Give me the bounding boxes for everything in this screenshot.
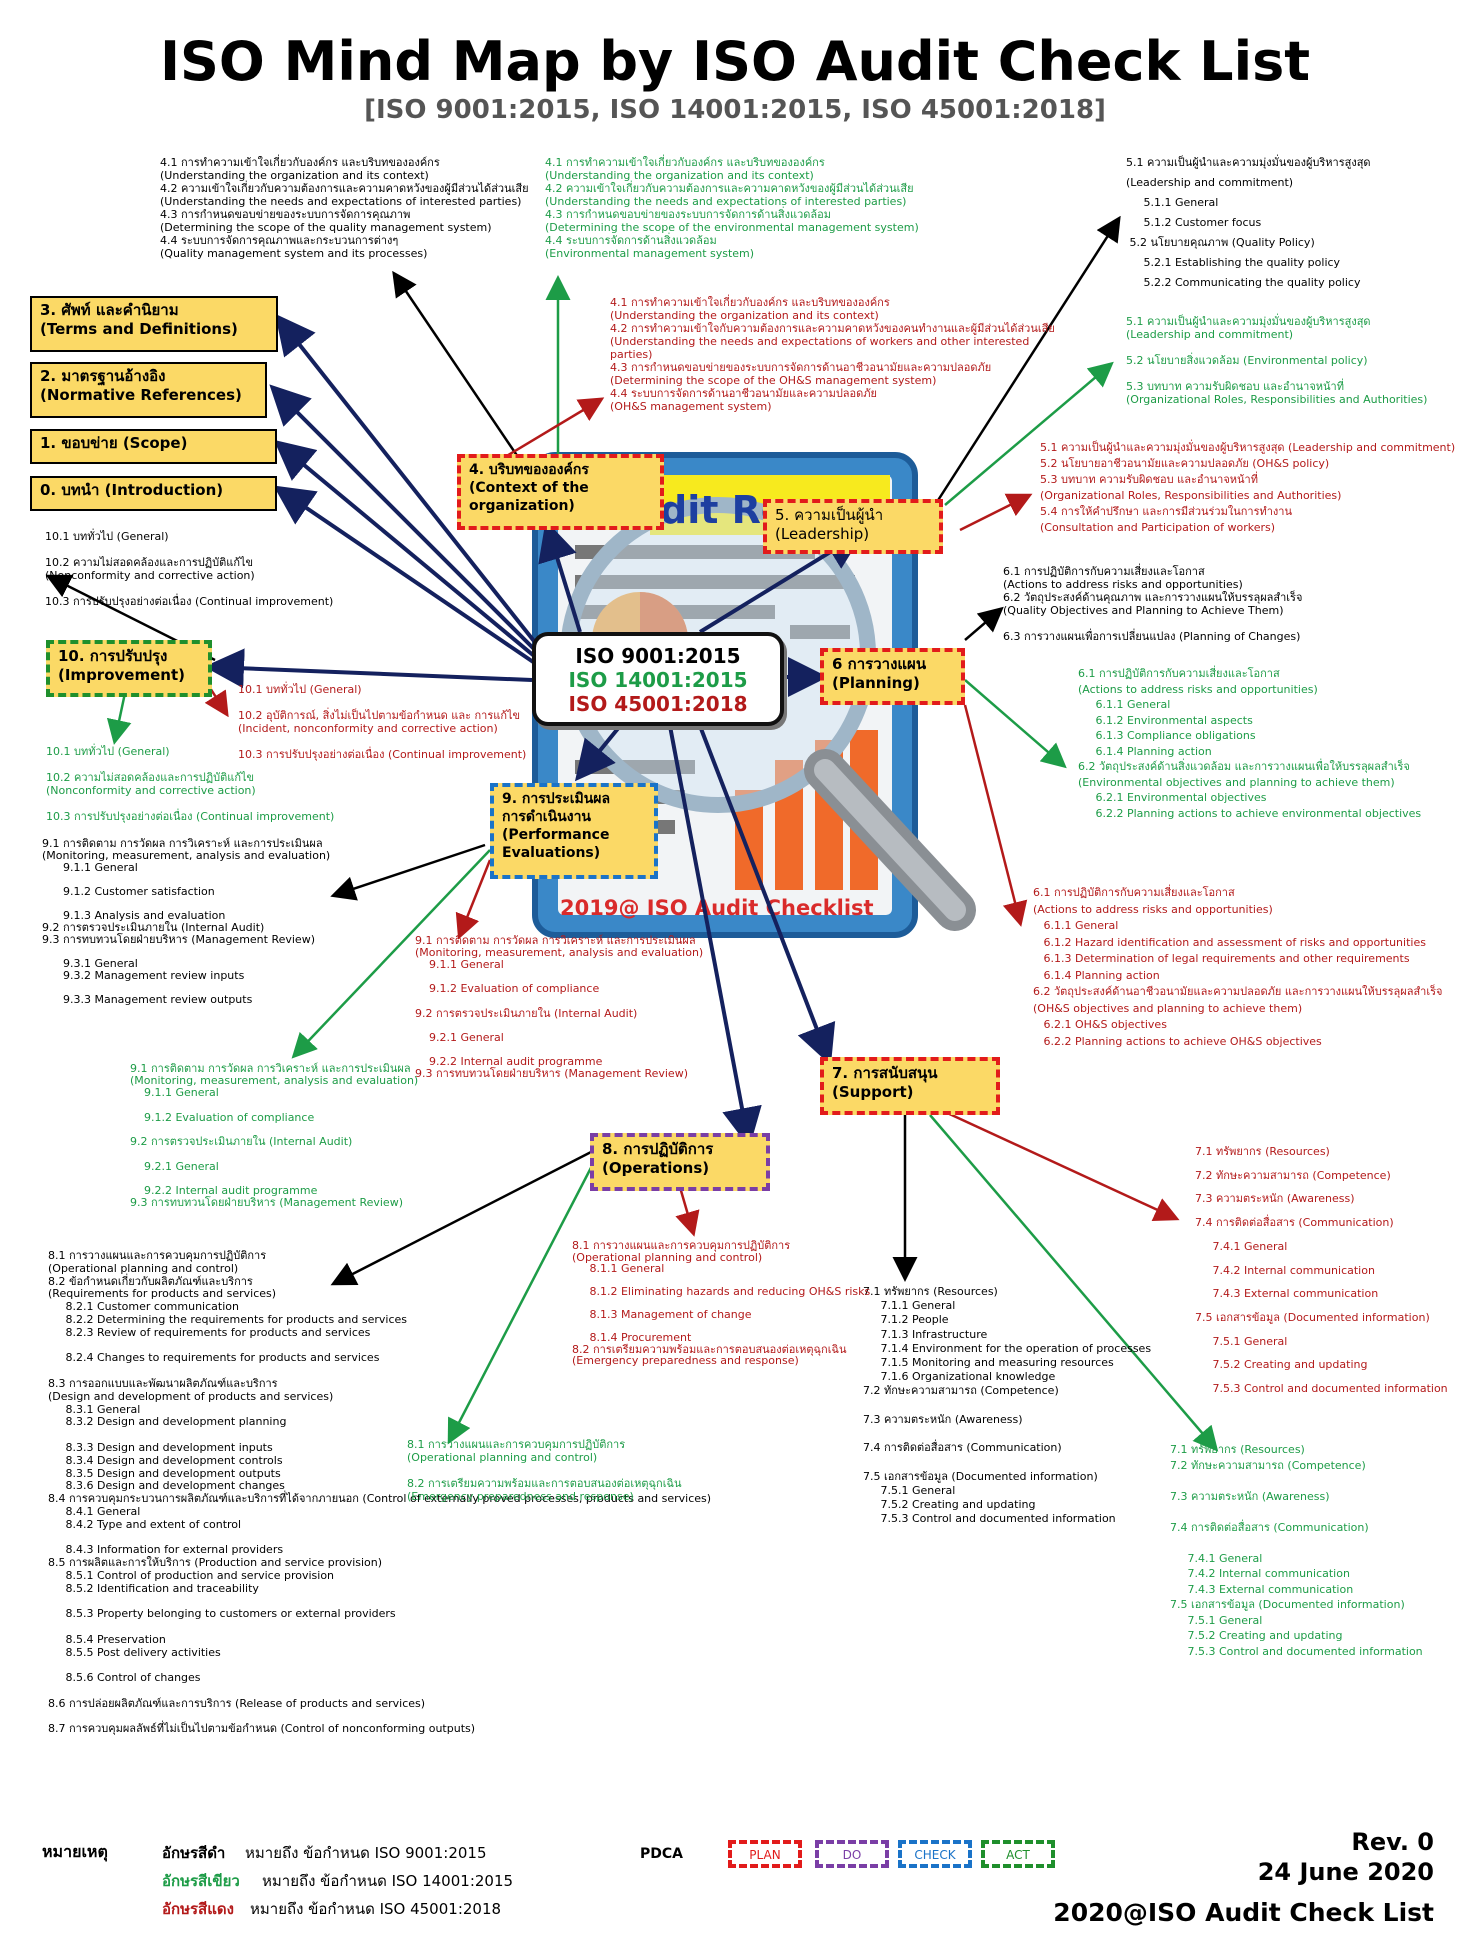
legend-act: ACT <box>981 1840 1055 1868</box>
legend-heading: หมายเหตุ <box>42 1842 108 1861</box>
node-terms-definitions: 3. ศัพท์ และคำนิยาม (Terms and Definitio… <box>30 296 278 352</box>
legend-pdca-label: PDCA <box>640 1846 683 1862</box>
leadership-14001-text: 5.1 ความเป็นผู้นำและความมุ่งมั่นของผู้บร… <box>1126 315 1428 406</box>
illustration-footer-text: 2019@ ISO Audit Checklist <box>560 896 874 920</box>
node-scope: 1. ขอบข่าย (Scope) <box>30 429 277 464</box>
page-title: ISO Mind Map by ISO Audit Check List <box>159 30 1311 93</box>
context-9001-text: 4.1 การทำความเข้าใจเกี่ยวกับองค์กร และบร… <box>160 156 529 260</box>
footer-date: 24 June 2020 <box>1257 1858 1434 1886</box>
improvement-45001-text: 10.1 บททั่วไป (General) 10.2 อุบัติการณ์… <box>238 683 527 761</box>
legend-red-text: หมายถึง ข้อกำหนด ISO 45001:2018 <box>250 1900 502 1918</box>
node-support: 7. การสนับสนุน (Support) <box>820 1057 1000 1115</box>
improvement-14001-text: 10.1 บททั่วไป (General) 10.2 ความไม่สอดค… <box>46 745 335 823</box>
node-improvement: 10. การปรับปรุง (Improvement) <box>46 640 212 697</box>
page-subtitle: [ISO 9001:2015, ISO 14001:2015, ISO 4500… <box>364 95 1106 125</box>
planning-9001-text: 6.1 การปฏิบัติการกับความเสี่ยงและโอกาส (… <box>1003 565 1303 643</box>
legend-red-label: อักษรสีแดง <box>162 1900 234 1918</box>
performance-9001-text: 9.1 การติดตาม การวัดผล การวิเคราะห์ และก… <box>42 837 331 1006</box>
leadership-9001-text: 5.1 ความเป็นผู้นำและความมุ่งมั่นของผู้บร… <box>1126 156 1371 289</box>
legend-black-label: อักษรสีดำ <box>162 1844 226 1862</box>
planning-14001-text: 6.1 การปฏิบัติการกับความเสี่ยงและโอกาส (… <box>1078 667 1422 820</box>
improvement-9001-text: 10.1 บททั่วไป (General) 10.2 ความไม่สอดค… <box>45 530 334 608</box>
footer-rev: Rev. 0 <box>1351 1828 1434 1856</box>
legend-plan: PLAN <box>728 1840 802 1868</box>
operations-14001-text: 8.1 การวางแผนและการควบคุมการปฏิบัติการ (… <box>407 1438 682 1503</box>
performance-14001-text: 9.1 การติดตาม การวัดผล การวิเคราะห์ และก… <box>130 1062 419 1210</box>
node-context: 4. บริบทขององค์กร (Context of the organi… <box>457 454 664 530</box>
performance-45001-text: 9.1 การติดตาม การวัดผล การวิเคราะห์ และก… <box>415 934 704 1081</box>
center-standards-node: ISO 9001:2015 ISO 14001:2015 ISO 45001:2… <box>532 632 784 726</box>
operations-45001-text: 8.1 การวางแผนและการควบคุมการปฏิบัติการ (… <box>572 1239 871 1367</box>
operations-9001-text: 8.1 การวางแผนและการควบคุมการปฏิบัติการ (… <box>48 1249 712 1736</box>
center-iso45001: ISO 45001:2018 <box>568 692 748 716</box>
legend-green-text: หมายถึง ข้อกำหนด ISO 14001:2015 <box>262 1872 514 1890</box>
node-operations: 8. การปฏิบัติการ (Operations) <box>590 1133 770 1191</box>
legend-green-label: อักษรสีเขียว <box>162 1872 240 1890</box>
legend-do: DO <box>815 1840 889 1868</box>
context-45001-text: 4.1 การทำความเข้าใจเกี่ยวกับองค์กร และบร… <box>610 296 1055 413</box>
node-planning: 6 การวางแผน (Planning) <box>820 648 965 705</box>
support-9001-text: 7.1 ทรัพยากร (Resources) 7.1.1 General 7… <box>863 1285 1152 1526</box>
legend-check: CHECK <box>898 1840 972 1868</box>
center-iso14001: ISO 14001:2015 <box>568 668 748 692</box>
node-introduction: 0. บทนำ (Introduction) <box>30 476 277 511</box>
planning-45001-text: 6.1 การปฏิบัติการกับความเสี่ยงและโอกาส (… <box>1033 886 1443 1048</box>
context-14001-text: 4.1 การทำความเข้าใจเกี่ยวกับองค์กร และบร… <box>545 156 919 260</box>
footer-brand: 2020@ISO Audit Check List <box>1053 1898 1434 1927</box>
legend-black-text: หมายถึง ข้อกำหนด ISO 9001:2015 <box>245 1844 487 1862</box>
node-leadership: 5. ความเป็นผู้นำ (Leadership) <box>763 499 943 554</box>
support-45001-text: 7.1 ทรัพยากร (Resources) 7.2 ทักษะความสา… <box>1195 1145 1448 1396</box>
center-iso9001: ISO 9001:2015 <box>575 644 741 668</box>
leadership-45001-text: 5.1 ความเป็นผู้นำและความมุ่งมั่นของผู้บร… <box>1040 441 1456 534</box>
node-normative-references: 2. มาตรฐานอ้างอิง (Normative References) <box>30 362 267 418</box>
node-performance-evaluation: 9. การประเมินผล การดำเนินงาน (Performanc… <box>490 783 658 879</box>
support-14001-text: 7.1 ทรัพยากร (Resources) 7.2 ทักษะความสา… <box>1170 1443 1423 1658</box>
